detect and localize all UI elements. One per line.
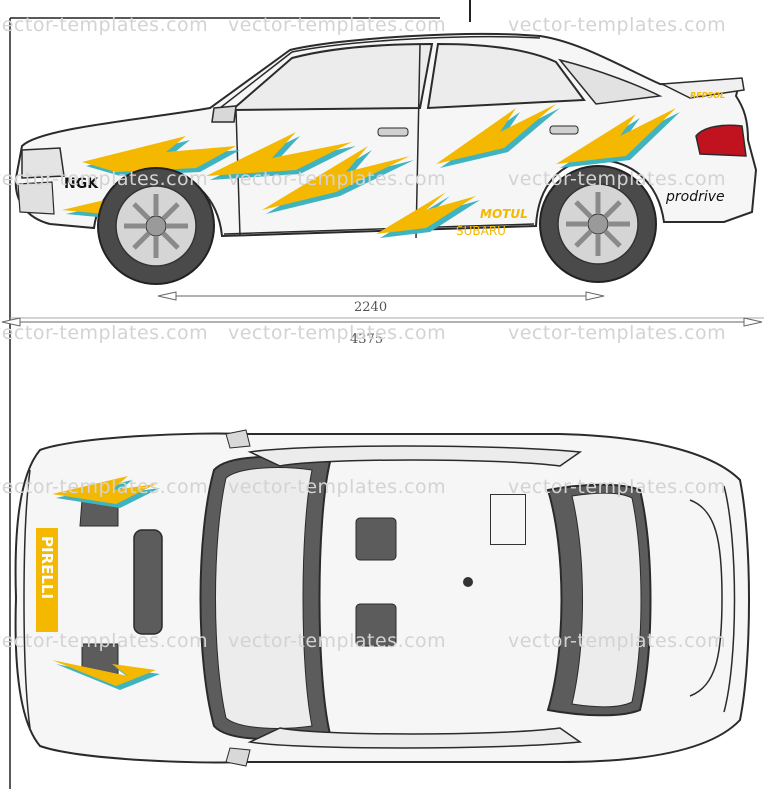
rear-door-handle	[549, 125, 579, 135]
top-front-bumper	[23, 469, 31, 729]
side-door-gap	[415, 43, 421, 239]
side-skirt	[223, 223, 535, 235]
selection-rectangle[interactable]	[490, 494, 526, 545]
side-mirror	[211, 105, 237, 123]
front-wheel	[97, 167, 215, 285]
roof-vent-rear	[355, 603, 397, 647]
hood-scoop	[133, 529, 163, 635]
prodrive-decal: prodrive	[665, 189, 725, 205]
tail-light	[695, 124, 747, 157]
motul-decal: MOTUL	[480, 207, 528, 221]
repsol-decal: REPSOL	[690, 91, 725, 100]
top-mirror-right	[225, 747, 251, 767]
right-side-window	[247, 727, 583, 749]
front-door-handle	[377, 127, 409, 137]
headlight	[21, 147, 65, 179]
side-view: NGK REPSOL MOTUL SUBARU prodrive	[14, 32, 758, 285]
windshield-glass	[215, 467, 313, 729]
wheelbase-dimension-label: 2240	[354, 300, 388, 315]
dimension-lines	[1, 291, 763, 327]
rear-spoiler	[659, 77, 745, 99]
ngk-decal: NGK	[64, 176, 99, 192]
rear-window-glass	[571, 492, 642, 708]
roof-vent-front	[355, 517, 397, 561]
subaru-decal: SUBARU	[456, 224, 506, 238]
overall-length-dimension-label: 4375	[350, 332, 384, 347]
top-view: PIRELLI	[14, 429, 750, 767]
side-quarter-window	[557, 58, 663, 105]
side-rear-window	[426, 42, 586, 110]
rear-wheel	[539, 165, 657, 283]
pirelli-decal-bg	[36, 528, 58, 632]
side-roofline	[219, 36, 541, 109]
left-side-window	[247, 445, 583, 467]
roof-antenna	[463, 577, 473, 587]
top-lightning-stripes	[52, 476, 160, 690]
side-front-window	[229, 42, 434, 112]
top-spoiler	[689, 499, 723, 697]
fog-light	[17, 181, 55, 215]
pirelli-decal: PIRELLI	[38, 536, 56, 599]
top-rear-bumper	[723, 485, 736, 713]
top-mirror-left	[225, 429, 251, 449]
